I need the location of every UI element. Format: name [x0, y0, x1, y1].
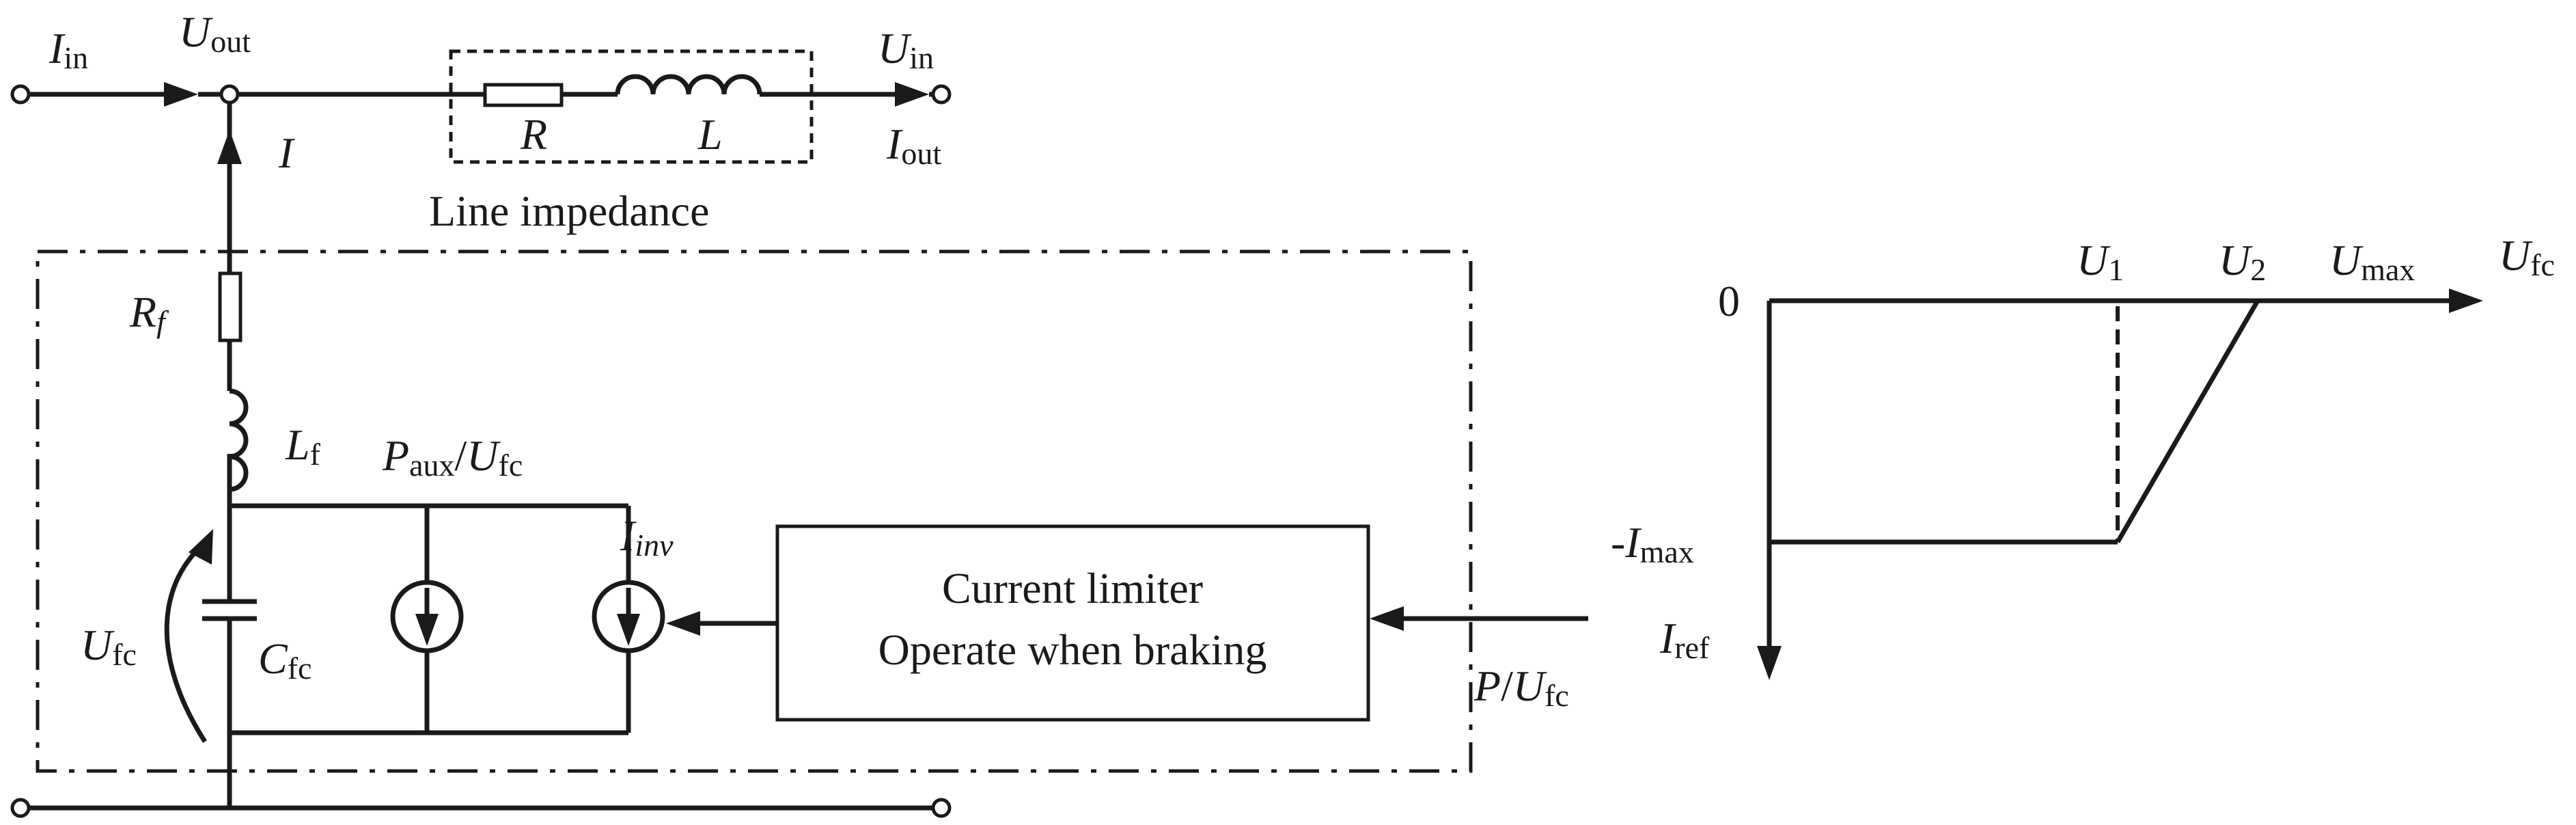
- inductor-lf: [229, 388, 249, 492]
- label-uin: Uin: [878, 24, 934, 75]
- iin-arrow: [164, 82, 198, 107]
- top-line: [10, 49, 952, 164]
- label-line-impedance: Line impedance: [429, 187, 709, 235]
- label-paux-over-ufc: Paux/Ufc: [382, 431, 523, 483]
- line-impedance-box: [449, 49, 814, 164]
- x-axis-arrow: [2449, 288, 2483, 313]
- inductor-l: [615, 74, 762, 95]
- label-cfc: Cfc: [258, 634, 311, 686]
- terminal-out: [931, 84, 952, 105]
- graph-umax: Umax: [2329, 236, 2415, 287]
- limiter-text-line2: Operate when braking: [878, 625, 1267, 674]
- graph-neg-imax: -Imax: [1611, 518, 1694, 569]
- graph-iref: Iref: [1659, 614, 1710, 665]
- labels: Iin Uout Uin Iout I R L Line impedance R…: [49, 8, 2555, 713]
- label-uout: Uout: [179, 8, 251, 59]
- resistor-r: [483, 83, 564, 107]
- current-limiter-box: [775, 524, 1370, 722]
- label-ufc-left: Ufc: [81, 621, 137, 672]
- inverter-current-source: [592, 506, 665, 733]
- converter-boundary: [36, 249, 1473, 773]
- ufc-curved-arrow: [164, 538, 210, 743]
- left-branch: [164, 103, 257, 808]
- label-lf: Lf: [285, 420, 321, 472]
- label-iinv: Iinv: [620, 511, 674, 563]
- terminal-in: [10, 84, 31, 105]
- terminal-bottom-left: [10, 798, 31, 818]
- label-r: R: [520, 110, 547, 159]
- current-i-arrow: [217, 130, 242, 164]
- iout-arrow: [895, 82, 929, 107]
- resistor-rf: [218, 271, 243, 342]
- graph-u1: U1: [2077, 236, 2124, 287]
- limiter-text-line1: Current limiter: [942, 564, 1203, 612]
- graph-origin: 0: [1718, 277, 1740, 325]
- characteristic-graph: [1757, 288, 2483, 680]
- aux-current-source: [390, 506, 464, 733]
- label-p-over-ufc: P/Ufc: [1473, 662, 1569, 713]
- y-axis-arrow: [1757, 646, 1782, 680]
- label-l: L: [697, 110, 723, 159]
- node-uout: [219, 84, 240, 105]
- graph-ufc: Ufc: [2499, 231, 2555, 282]
- graph-u2: U2: [2219, 236, 2266, 287]
- label-iout: Iout: [886, 120, 941, 171]
- label-i: I: [278, 129, 295, 177]
- label-rf: Rf: [129, 288, 169, 339]
- label-iin: Iin: [49, 24, 88, 75]
- terminal-bottom-right: [931, 798, 952, 818]
- limit-ramp: [2115, 299, 2260, 543]
